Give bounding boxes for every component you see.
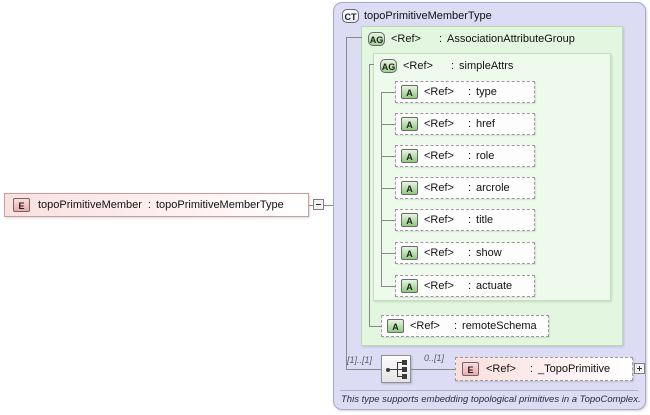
attribute-icon: A [401,246,418,261]
ag-outer-separator: : [438,32,443,45]
connector-trunk-ag-inner [381,92,382,286]
annotation-text: This type supports embedding topological… [341,394,641,405]
attribute-row-role[interactable]: A <Ref>: role [395,145,535,167]
attribute-ref: <Ref> [424,247,454,259]
complex-type-title: CT topoPrimitiveMemberType [342,9,492,23]
attribute-row-type[interactable]: A <Ref>: type [395,81,535,103]
attribute-row-show[interactable]: A <Ref>: show [395,242,535,264]
attribute-separator: : [467,214,472,226]
attribute-group-inner-title: AG <Ref>: simpleAttrs [380,59,513,73]
attribute-row-actuate[interactable]: A <Ref>: actuate [395,275,535,297]
root-element-type: topoPrimitiveMemberType [155,199,284,211]
attribute-separator: : [467,182,472,194]
attribute-name: href [476,118,495,130]
attribute-icon: A [387,319,404,334]
attribute-row-href[interactable]: A <Ref>: href [395,113,535,135]
sequence-stem-h [390,369,397,370]
attribute-row-arcrole[interactable]: A <Ref>: arcrole [395,177,535,199]
connector-trunk-ag-outer [369,64,370,326]
element-icon: E [13,198,30,213]
ag-inner-separator: : [450,59,455,72]
connector-to-attr-title [381,220,395,221]
attribute-ref: <Ref> [410,320,440,332]
attribute-ref: <Ref> [424,182,454,194]
attribute-name: title [476,214,494,226]
ag-outer-name: AssociationAttributeGroup [447,32,575,45]
sequence-branch-mid [397,369,402,370]
attribute-separator: : [467,280,472,292]
sequence-branch-bot [397,376,402,377]
attribute-group-outer-title: AG <Ref>: AssociationAttributeGroup [368,32,575,46]
connector-trunk-ct [346,37,347,369]
expand-toggle-child[interactable] [634,363,645,374]
attribute-separator: : [467,86,472,98]
connector-to-ag-inner [369,64,374,65]
complex-type-name: topoPrimitiveMemberType [364,9,492,22]
connector-sequence-to-child [411,369,455,370]
sequence-node-bot [402,374,407,379]
attribute-icon: A [401,149,418,164]
attributegroup-icon-inner: AG [380,59,397,73]
attributegroup-icon-outer: AG [368,32,385,46]
attribute-icon: A [401,85,418,100]
sequence-dot [386,368,390,372]
sequence-branch-top [397,362,402,363]
attribute-separator: : [467,247,472,259]
attribute-row-remoteSchema[interactable]: A <Ref>: remoteSchema [381,315,549,337]
sequence-node-top [402,360,407,365]
attribute-icon: A [401,181,418,196]
child-element-separator: : [529,363,534,375]
complextype-icon: CT [342,9,359,23]
sequence-node-mid [402,367,407,372]
sequence-cardinality: [1]..[1] [347,355,373,365]
connector-to-attr-role [381,156,395,157]
attribute-name: actuate [476,280,513,292]
attribute-ref: <Ref> [424,150,454,162]
attribute-icon: A [401,279,418,294]
attribute-ref: <Ref> [424,86,454,98]
child-element-cardinality: 0..[1] [424,353,445,363]
attribute-icon: A [401,213,418,228]
attribute-separator: : [467,150,472,162]
ag-inner-name: simpleAttrs [459,59,514,72]
sequence-compositor-icon[interactable] [381,355,411,383]
root-element-separator: : [147,199,151,211]
connector-to-attr-show [381,253,395,254]
attribute-separator: : [467,118,472,130]
annotation-divider [340,390,638,391]
child-element-TopoPrimitive[interactable]: E <Ref>: _TopoPrimitive [455,357,633,381]
connector-to-attr-arcrole [381,188,395,189]
connector-to-attr-href [381,124,395,125]
attribute-name: arcrole [476,182,510,194]
attribute-ref: <Ref> [424,118,454,130]
collapse-toggle-root[interactable] [313,199,324,210]
child-element-ref: <Ref> [486,363,516,375]
connector-to-ag-outer [346,37,362,38]
root-element-name: topoPrimitiveMember [38,199,142,211]
connector-to-attr-type [381,92,395,93]
connector-to-sequence [346,369,381,370]
ag-outer-ref: <Ref> [391,32,421,45]
attribute-separator: : [453,320,458,332]
attribute-ref: <Ref> [424,214,454,226]
attribute-name: role [476,150,495,162]
element-icon: E [462,362,479,377]
attribute-row-title[interactable]: A <Ref>: title [395,209,535,231]
attribute-name: type [476,86,497,98]
connector-to-attr-actuate [381,286,395,287]
ag-inner-ref: <Ref> [403,59,433,72]
attribute-name: remoteSchema [462,320,537,332]
connector-to-remoteschema [369,326,381,327]
child-element-name: _TopoPrimitive [538,363,611,375]
connector-root-toggle-left [309,205,314,206]
attribute-ref: <Ref> [424,280,454,292]
attribute-icon: A [401,117,418,132]
attribute-name: show [476,247,502,259]
